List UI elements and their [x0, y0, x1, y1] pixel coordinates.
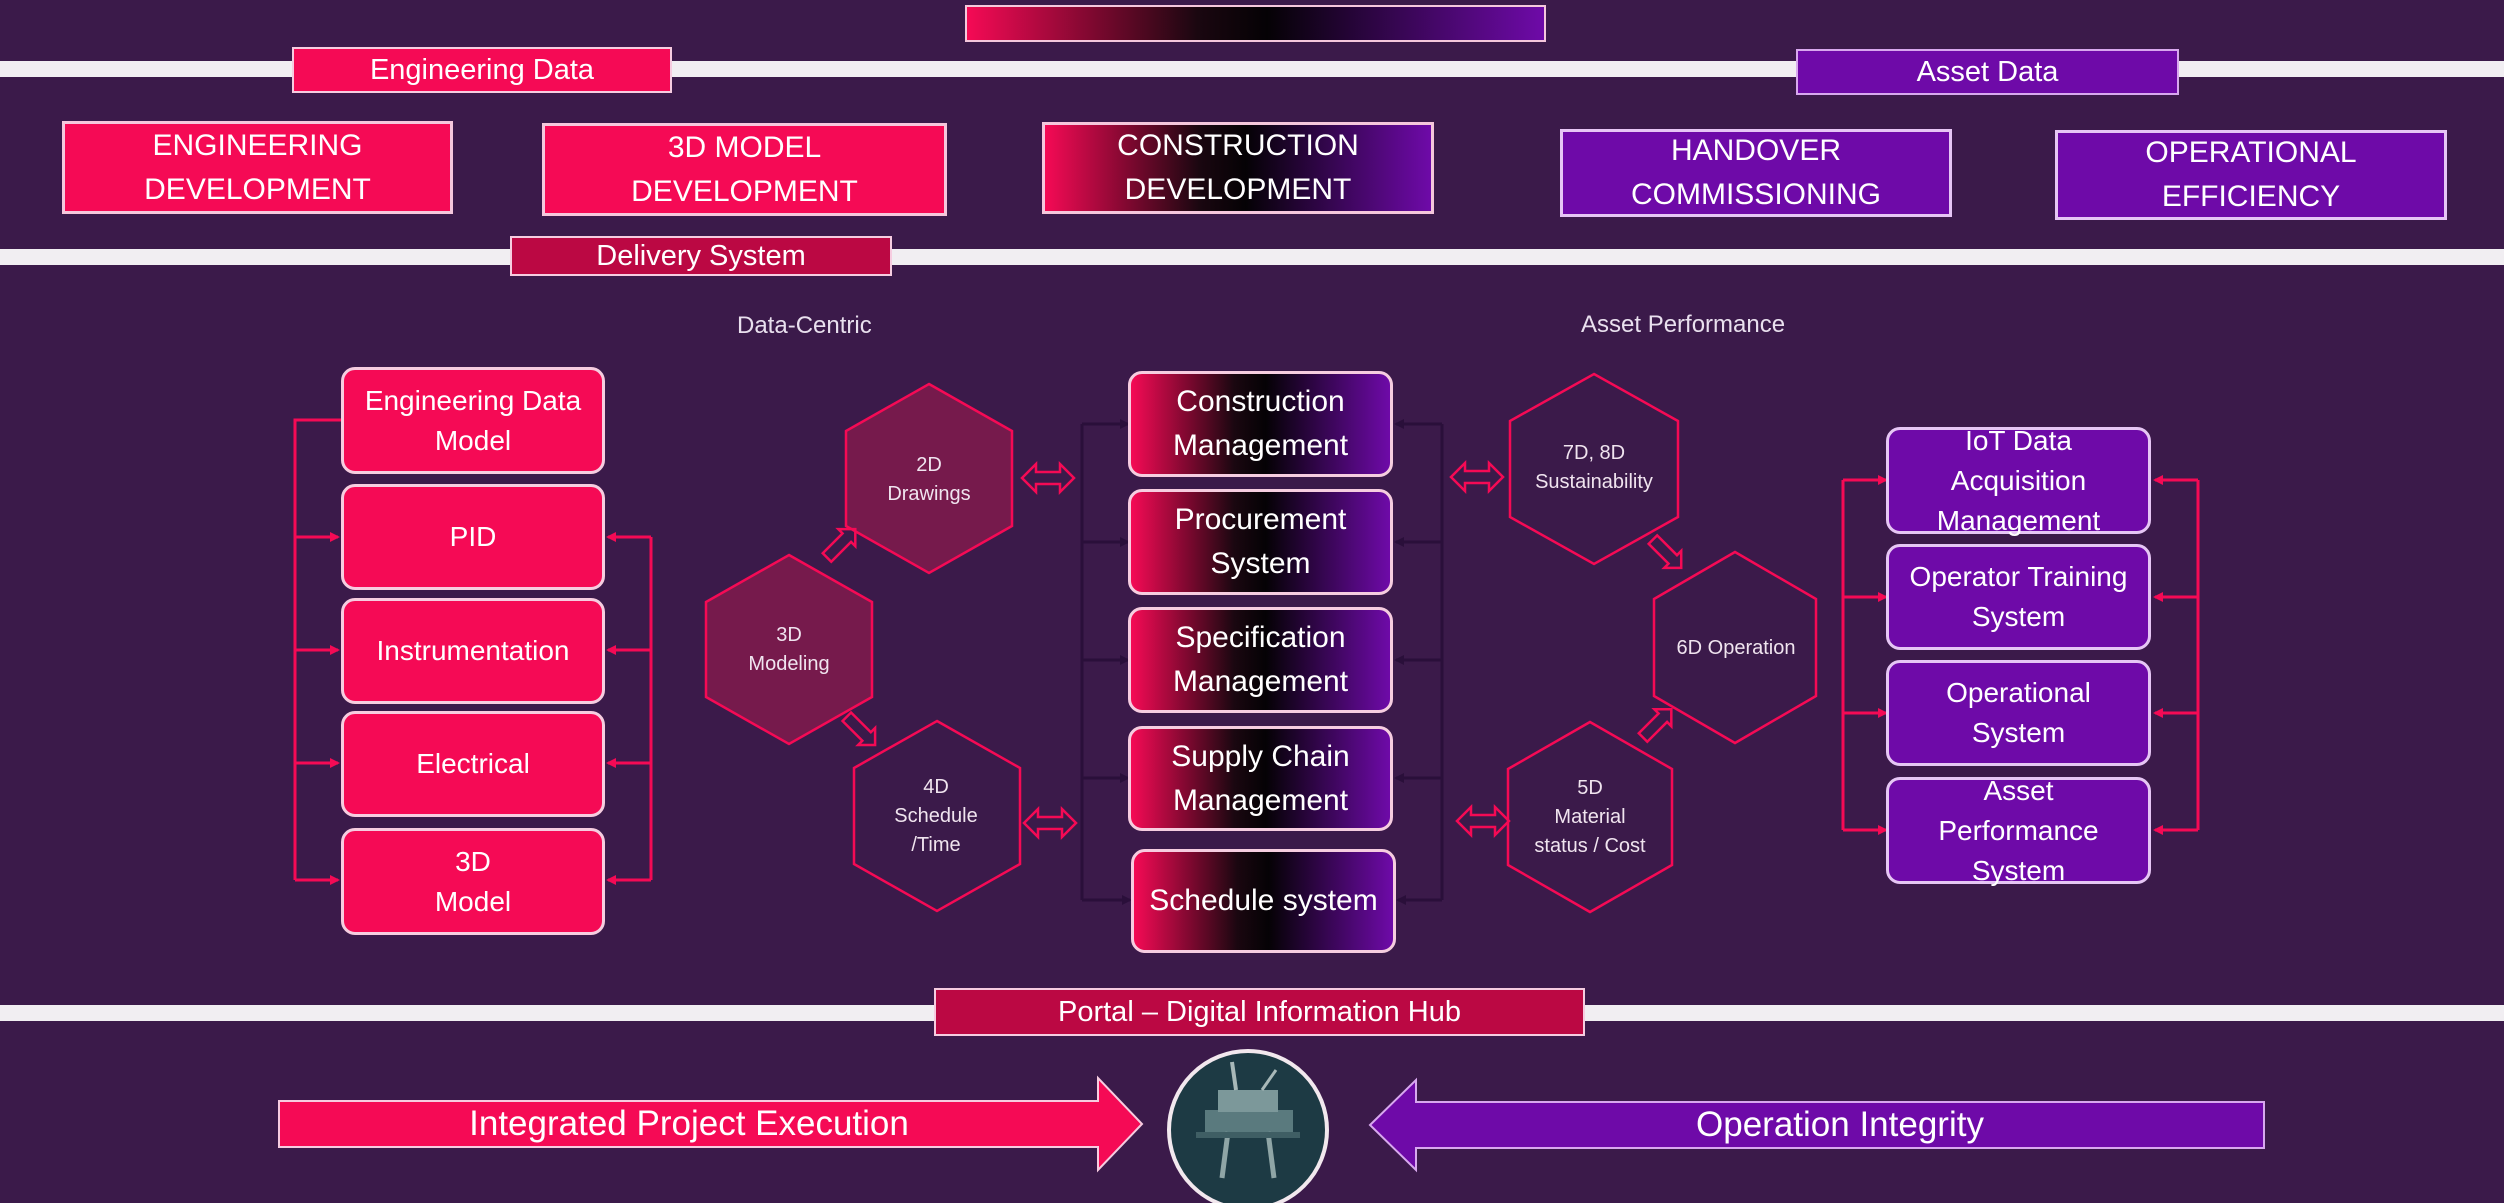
engineering-data-band: Engineering Data	[292, 47, 672, 93]
phase-handover-commissioning: HANDOVER COMMISSIONING	[1560, 129, 1952, 217]
center-box-supply-chain-management: Supply Chain Management	[1128, 726, 1393, 831]
operation-integrity-arrow	[1368, 1077, 2265, 1173]
center-box-schedule-system: Schedule system	[1131, 849, 1396, 953]
op-box-operator-training: Operator Training System	[1886, 544, 2151, 650]
offshore-platform-icon	[1167, 1049, 1329, 1203]
phase-label: 3D MODEL DEVELOPMENT	[631, 130, 858, 208]
engineering-right-bracket	[606, 532, 653, 885]
hexagon-2d-drawings	[844, 382, 1014, 575]
hexagon-4d-schedule	[852, 719, 1022, 913]
eng-box-instrumentation: Instrumentation	[341, 598, 605, 704]
phase-operational-efficiency: OPERATIONAL EFFICIENCY	[2055, 130, 2447, 220]
center-box-specification-management: Specification Management	[1128, 607, 1393, 713]
center-box-procurement-system: Procurement System	[1128, 489, 1393, 595]
engineering-data-label: Engineering Data	[369, 53, 595, 86]
asset-performance-label: Asset Performance	[1581, 311, 1786, 338]
operation-integrity-label: Operation Integrity	[1696, 1105, 1984, 1144]
eng-box-pid: PID	[341, 484, 605, 590]
hexagon-7d-8d-sustainability	[1508, 372, 1680, 566]
op-box-iot-data-acquisition: IoT Data Acquisition Management	[1886, 425, 2151, 536]
hexagon-5d-material	[1506, 720, 1674, 914]
center-left-bracket	[1080, 419, 1132, 905]
integrated-project-execution-arrow	[278, 1075, 1144, 1173]
double-arrow-icons	[820, 459, 1683, 841]
op-box-operational-system: Operational System	[1886, 660, 2151, 766]
engineering-left-bracket	[293, 418, 343, 885]
hex-label-4d-schedule: 4D Schedule /Time	[894, 775, 978, 856]
delivery-system-band: Delivery System	[510, 236, 892, 276]
phase-construction-development: CONSTRUCTION DEVELOPMENT	[1042, 122, 1434, 214]
eng-box-3d-model: 3D Model	[341, 828, 605, 935]
hex-label-3d-modeling: 3D Modeling	[748, 624, 830, 675]
eng-box-engineering-data-model: Engineering Data Model	[341, 367, 605, 474]
delivery-system-label: Delivery System	[596, 239, 806, 272]
operation-right-bracket	[2153, 475, 2200, 835]
phase-label: HANDOVER COMMISSIONING	[1630, 134, 1881, 211]
phase-engineering-development: ENGINEERING DEVELOPMENT	[62, 121, 453, 214]
hex-label-6d-operation: 6D Operation	[1676, 636, 1796, 659]
center-right-bracket	[1394, 419, 1444, 905]
integrated-project-execution-label: Integrated Project Execution	[469, 1104, 909, 1143]
asset-data-label: Asset Data	[1916, 55, 2059, 88]
phase-3d-model-development: 3D MODEL DEVELOPMENT	[542, 123, 947, 216]
hexagon-6d-operation	[1652, 550, 1818, 745]
hex-label-5d-material: 5D Material status / Cost	[1534, 776, 1646, 857]
center-box-construction-management: Construction Management	[1128, 371, 1393, 477]
hex-label-2d-drawings: 2D Drawings	[887, 454, 971, 505]
phase-label: CONSTRUCTION DEVELOPMENT	[1117, 129, 1359, 206]
eng-box-electrical: Electrical	[341, 711, 605, 817]
op-box-asset-performance: Asset Performance System	[1886, 775, 2151, 886]
portal-label: Portal – Digital Information Hub	[1058, 995, 1461, 1028]
hex-label-7d-8d: 7D, 8D Sustainability	[1535, 442, 1653, 493]
phase-label: OPERATIONAL EFFICIENCY	[2145, 136, 2357, 213]
phase-label: ENGINEERING DEVELOPMENT	[144, 128, 371, 206]
portal-band: Portal – Digital Information Hub	[934, 988, 1585, 1036]
operation-left-bracket	[1841, 475, 1888, 835]
data-centric-label: Data-Centric	[737, 312, 872, 339]
gradient-legend-bar	[965, 5, 1546, 42]
asset-data-band: Asset Data	[1796, 49, 2179, 95]
hexagon-3d-modeling	[704, 553, 874, 746]
